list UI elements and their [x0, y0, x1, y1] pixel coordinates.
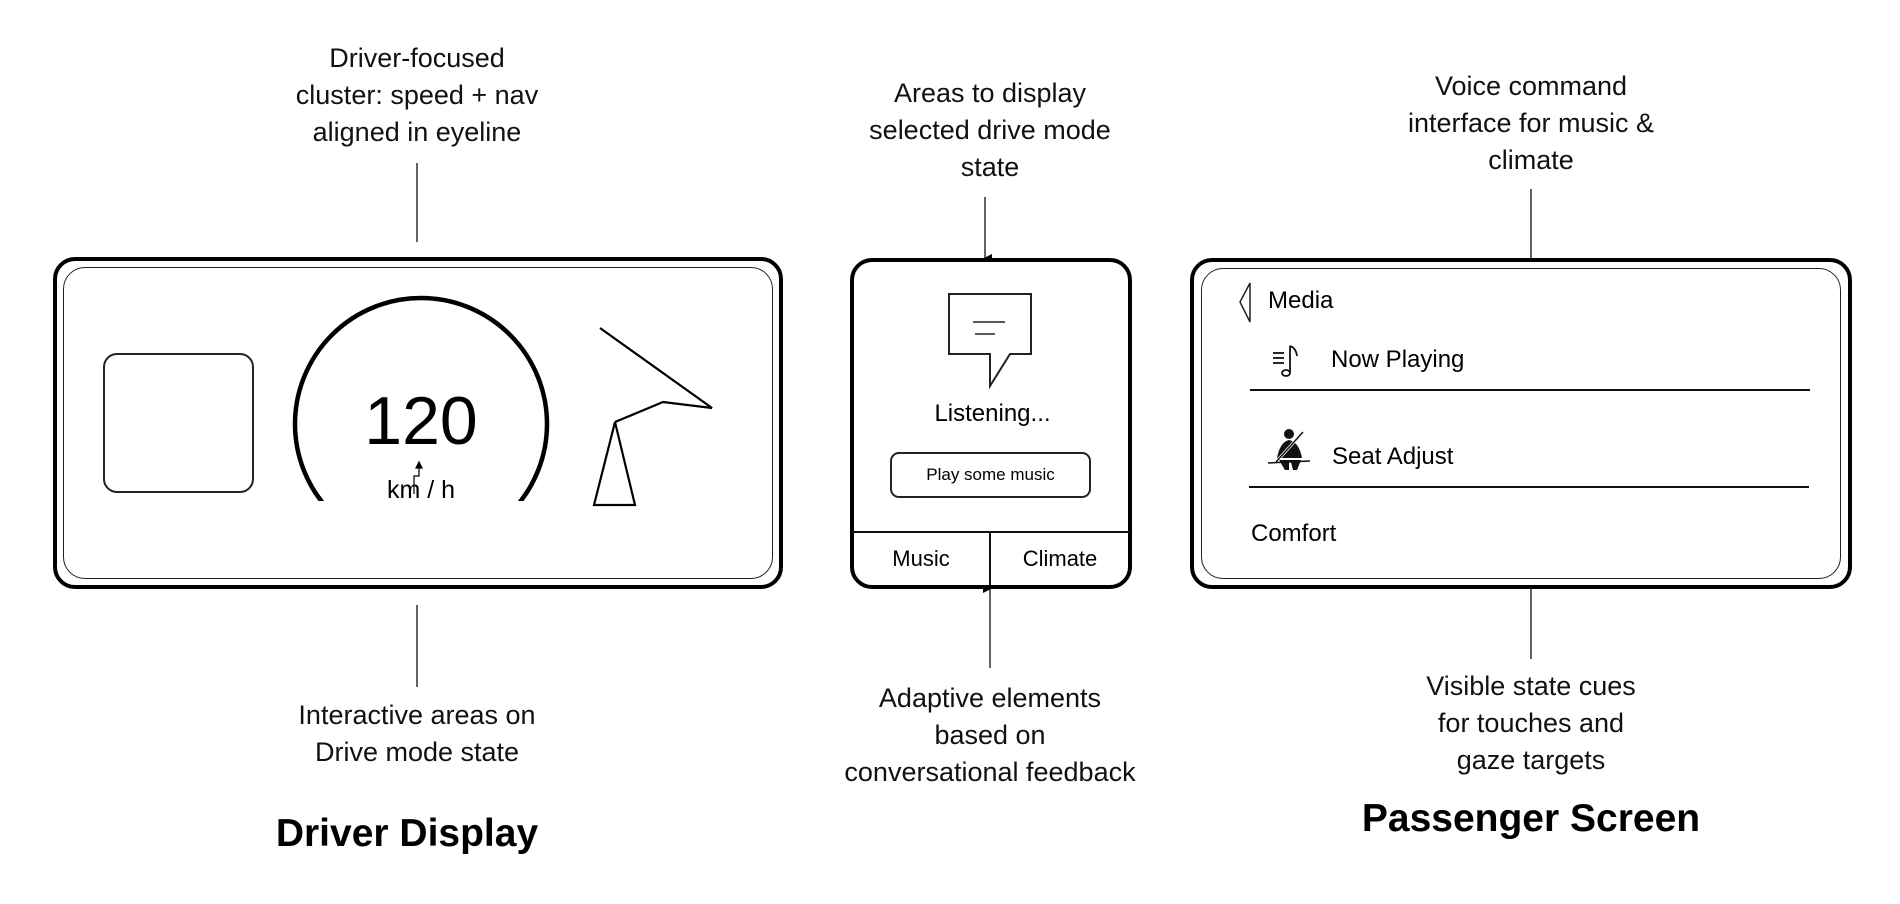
play-some-music-button[interactable]: Play some music	[890, 452, 1091, 498]
passenger-screen-inner	[1201, 268, 1841, 579]
annotation-center-bottom: Adaptive elements based on conversationa…	[820, 680, 1160, 791]
annotation-line: for touches and	[1437, 708, 1625, 738]
annotation-line: climate	[1488, 145, 1574, 175]
annotation-line: interface for music &	[1407, 108, 1655, 138]
annotation-passenger-top: Voice command interface for music & clim…	[1381, 68, 1681, 179]
annotation-line: based on	[934, 720, 1046, 750]
seat-adjust-divider	[1249, 486, 1809, 488]
passenger-screen-frame	[1190, 258, 1852, 589]
play-some-music-label: Play some music	[926, 465, 1055, 484]
annotation-driver-top: Driver-focused cluster: speed + nav alig…	[267, 40, 567, 151]
annotation-line: selected drive mode	[869, 115, 1111, 145]
annotation-line: Voice command	[1434, 71, 1628, 101]
annotation-line: Adaptive elements	[878, 683, 1102, 713]
annotation-line: Interactive areas on	[298, 700, 536, 730]
tab-climate-label: Climate	[1022, 546, 1098, 571]
annotation-line: Visible state cues	[1426, 671, 1636, 701]
now-playing-item[interactable]: Now Playing	[1331, 346, 1465, 373]
speed-value: 120	[364, 383, 478, 459]
speed-unit: km / h	[386, 476, 456, 504]
annotation-line: cluster: speed + nav	[295, 80, 539, 110]
driver-display-screen	[63, 267, 773, 579]
comfort-section[interactable]: Comfort	[1251, 520, 1337, 547]
annotation-line: Drive mode state	[314, 737, 520, 767]
annotation-line: state	[960, 152, 1020, 182]
annotation-line: conversational feedback	[844, 757, 1136, 787]
annotation-passenger-bottom: Visible state cues for touches and gaze …	[1381, 668, 1681, 779]
driver-widget-placeholder[interactable]	[103, 353, 254, 493]
tab-divider	[852, 531, 1130, 533]
media-header: Media	[1268, 287, 1334, 314]
now-playing-divider	[1250, 389, 1810, 391]
annotation-line: gaze targets	[1456, 745, 1606, 775]
seat-adjust-item[interactable]: Seat Adjust	[1332, 443, 1454, 470]
annotation-driver-bottom: Interactive areas on Drive mode state	[267, 697, 567, 771]
passenger-screen-title: Passenger Screen	[1361, 797, 1701, 840]
tab-climate[interactable]: Climate	[991, 533, 1129, 585]
annotation-line: aligned in eyeline	[312, 117, 522, 147]
driver-display-title: Driver Display	[275, 812, 539, 855]
listening-status: Listening...	[934, 400, 1051, 427]
tab-music[interactable]: Music	[852, 533, 990, 585]
annotation-line: Driver-focused	[329, 43, 505, 73]
annotation-center-top: Areas to display selected drive mode sta…	[835, 75, 1145, 186]
annotation-line: Areas to display	[893, 78, 1087, 108]
tab-music-label: Music	[892, 546, 950, 571]
